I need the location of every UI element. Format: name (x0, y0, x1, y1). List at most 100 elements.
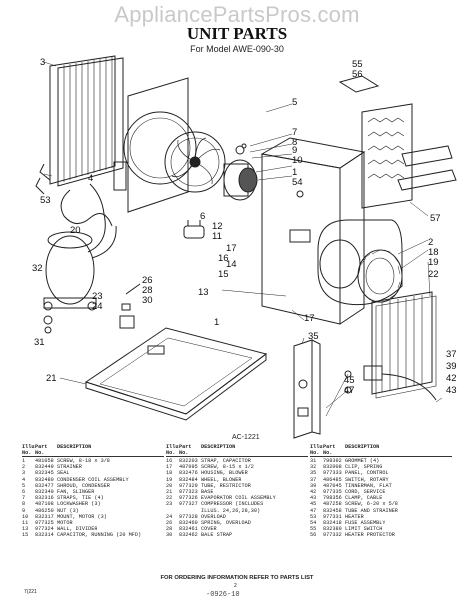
cell-part-no: 832203 (179, 458, 198, 464)
slinger-fan-drawing (164, 131, 226, 193)
heater-element-drawing (338, 75, 413, 209)
control-panel-drawing (293, 339, 321, 439)
cell-description: WALL, DIVIDER (57, 526, 98, 533)
cell-description: CLAMP, CABLE (345, 495, 383, 502)
callout-24: 24 (92, 301, 103, 312)
cell-illus-no: 42 (310, 489, 317, 496)
cell-illus-no: 18 (166, 470, 173, 477)
cell-part-no: 832008 (323, 464, 342, 471)
callout-54: 54 (292, 177, 303, 188)
cell-part-no: 977324 (35, 526, 54, 533)
callout-35: 35 (308, 331, 319, 342)
header-part-no: Part No. (323, 444, 336, 456)
callout-3: 3 (40, 57, 46, 68)
callout-28: 28 (142, 285, 153, 296)
cell-part-no: 832317 (35, 513, 54, 520)
parts-table-column-2: Illus. No. Part No. DESCRIPTION 16832203… (166, 444, 308, 539)
cell-part-no: 798356 (323, 495, 342, 502)
cell-description: BASE (201, 489, 214, 496)
cell-description: STRAP, CAPACITOR (201, 458, 251, 464)
header-illus-no: Illus. No. (310, 444, 323, 456)
divider-wall-drawing (260, 137, 366, 325)
cell-illus-no: 5 (22, 482, 26, 489)
cell-illus-no: 13 (22, 526, 29, 533)
callout-4: 4 (88, 173, 94, 184)
callout-18: 18 (428, 247, 439, 258)
cell-illus-no: 17 (166, 464, 173, 471)
cell-description: SCREW, 8-18 x 3/8 (57, 458, 110, 464)
cell-illus-no: 16 (166, 458, 173, 464)
cell-part-no: 977329 (179, 482, 198, 489)
cell-part-no: 977332 (323, 532, 342, 539)
fan-motor-drawing (223, 143, 258, 201)
cell-description: BALE STRAP (201, 532, 233, 539)
cell-illus-no: 20 (166, 482, 173, 489)
cell-part-no: 832314 (35, 532, 54, 539)
cell-description: CONDENSER COIL ASSEMBLY (57, 476, 129, 483)
cell-illus-no: 21 (166, 489, 173, 496)
cell-part-no: 487258 (323, 501, 342, 508)
cell-description: HOUSING, BLOWER (201, 470, 248, 477)
compressor-drawing (43, 183, 117, 311)
callout-19: 19 (428, 257, 439, 268)
callout-21: 21 (46, 373, 57, 384)
header-illus-no: Illus. No. (166, 444, 179, 456)
callout-11: 11 (212, 231, 222, 242)
cell-illus-no: 24 (166, 513, 173, 520)
callout-7: 7 (292, 127, 298, 138)
cell-description: ILLUS. 24,26,28,30) (201, 507, 261, 514)
callout-1: 1 (214, 317, 220, 328)
cell-description: LOCKWASHER (3) (57, 501, 101, 508)
cell-description: OVERLOAD (201, 513, 226, 520)
callout-12: 12 (212, 221, 223, 232)
callout-2: 2 (428, 237, 434, 248)
callout-56: 56 (352, 69, 363, 80)
cell-description: FAN, SLINGER (57, 489, 95, 496)
cell-description: TINNERMAN, FLAT (345, 482, 392, 489)
cell-description: FUSE ASSEMBLY (345, 520, 386, 527)
cell-description: EVAPORATOR COIL ASSEMBLY (201, 495, 276, 502)
heater-bracket-drawing (397, 145, 457, 191)
callout-13: 13 (198, 287, 209, 298)
cell-part-no: 832484 (179, 476, 198, 483)
cell-illus-no: 28 (166, 526, 173, 533)
cell-illus-no: 8 (22, 501, 26, 508)
cell-description: PANEL, CONTROL (345, 470, 389, 477)
cell-description: SCREW, 8-15 x 1/2 (201, 464, 254, 471)
callout-14: 14 (226, 259, 237, 270)
cell-illus-no: 7 (22, 495, 26, 502)
restrictor-tube-drawing (60, 189, 113, 227)
cell-illus-no: 3 (22, 470, 26, 477)
header-description: DESCRIPTION (57, 444, 92, 450)
cell-description: STRAPS, TIE (4) (57, 495, 104, 502)
watermark: AppliancePartsPros.com (114, 2, 360, 27)
cell-description: SPRING, OVERLOAD (201, 520, 251, 527)
callout-15: 15 (218, 269, 229, 280)
callout-20: 20 (70, 225, 81, 236)
header-illus-no: Illus. No. (22, 444, 35, 456)
callout-45: 45 (344, 375, 355, 386)
cell-part-no: 977331 (323, 513, 342, 520)
header-description: DESCRIPTION (201, 444, 236, 450)
cell-description: HEATER PROTECTOR (345, 532, 395, 539)
cell-description: SEAL (57, 470, 70, 477)
cell-description: TUBE, RESTRICTOR (201, 482, 251, 489)
base-pan-drawing (84, 327, 268, 421)
cell-illus-no: 32 (310, 464, 317, 471)
